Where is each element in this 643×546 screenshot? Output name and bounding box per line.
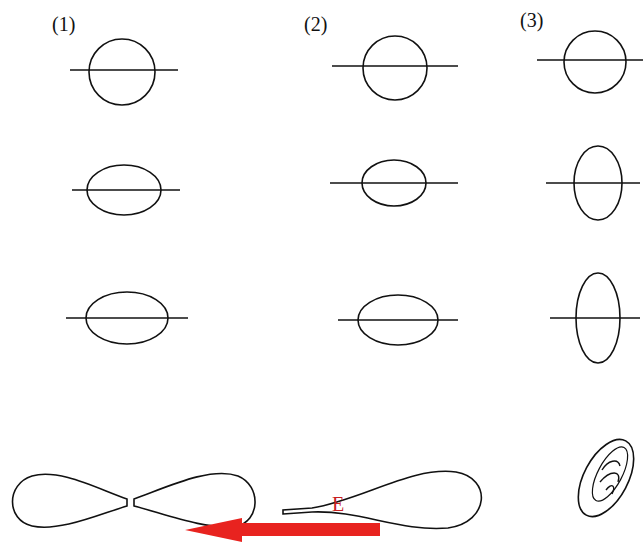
drop-ellipse (576, 273, 620, 363)
drop-lobe (134, 473, 255, 526)
drop-sphere (564, 31, 626, 93)
drop-ellipse (87, 165, 161, 215)
axis-line (330, 182, 458, 184)
axis-line (72, 189, 180, 191)
field-label: E (332, 494, 344, 514)
column-number: (1) (52, 14, 75, 34)
axis-line (338, 319, 458, 321)
drop-ellipse (358, 295, 438, 345)
axis-line (537, 59, 643, 61)
field-arrow (185, 518, 380, 542)
drop-sphere (363, 36, 427, 100)
axis-line (66, 317, 188, 319)
drop-teardrop (283, 471, 481, 528)
axis-line (546, 182, 640, 184)
axis-line (70, 69, 178, 71)
drop-disk (567, 431, 643, 526)
column-number: (3) (520, 10, 543, 30)
drop-disk-inner (585, 442, 634, 506)
arrow-shaft (238, 523, 380, 536)
drop-lobe (13, 474, 128, 527)
drop-ellipse (362, 160, 426, 206)
axis-line (332, 65, 458, 67)
column-number: (2) (304, 14, 327, 34)
arrow-head (185, 518, 242, 542)
drop-sphere (89, 39, 155, 105)
axis-line (550, 317, 640, 319)
drop-ellipse (86, 292, 168, 344)
disk-shading (600, 461, 620, 494)
drop-ellipse (574, 146, 622, 220)
